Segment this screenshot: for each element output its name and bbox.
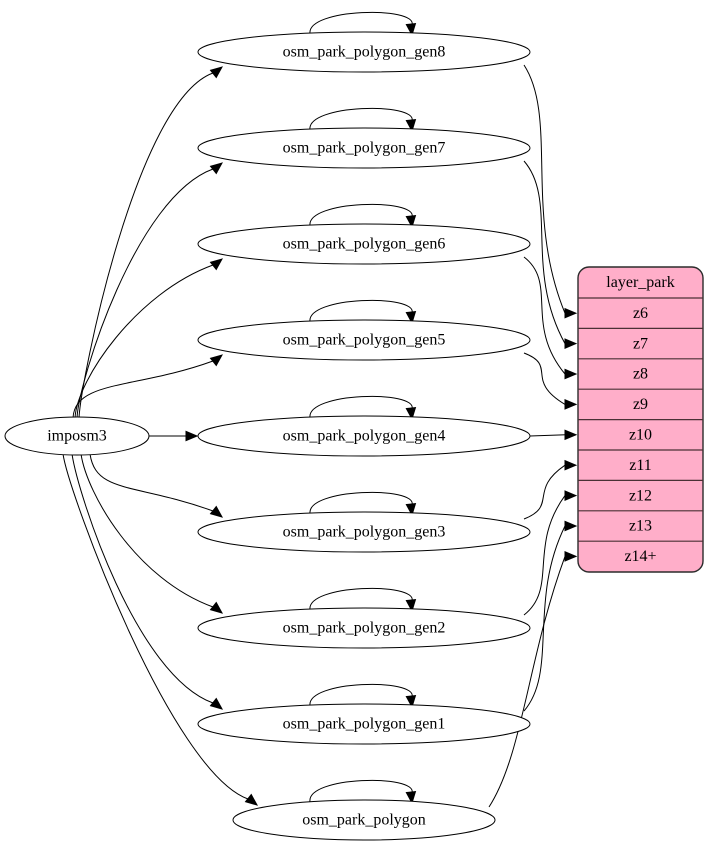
node-ellipse-imposm3[interactable] [4,416,150,456]
self-loop-osm_park_polygon_gen4 [309,395,413,419]
nodes-layer: imposm3 osm_park_polygon_gen8 osm_park_pol… [4,31,531,841]
edge-imposm3-to-osm_park_polygon_gen6 [74,264,214,419]
edge-osm_park_polygon_gen7-to-row [523,160,566,344]
self-loop-osm_park_polygon_gen3 [309,491,413,515]
arrowhead-imposm3-to-osm_park_polygon_gen8 [209,66,224,79]
edge-imposm3-to-osm_park_polygon_gen1 [71,453,214,704]
table-row-z9[interactable]: z9 [633,396,648,413]
self-loop-osm_park_polygon_gen1 [309,683,413,707]
table-row-z11[interactable]: z11 [629,457,652,474]
node-label-osm_park_polygon_gen1: osm_park_polygon_gen1 [283,716,446,733]
arrowhead-osm_park_polygon_gen1-to-row [564,520,578,532]
table-row-z14+[interactable]: z14+ [624,548,656,565]
edge-imposm3-to-osm_park_polygon [62,453,249,800]
node-imposm3[interactable]: imposm3 [4,416,150,456]
edges-layer [62,11,578,808]
edge-imposm3-to-osm_park_polygon_gen2 [80,453,214,608]
node-ellipse-osm_park_polygon_gen5[interactable] [197,319,531,361]
node-osm_park_polygon_gen7[interactable]: osm_park_polygon_gen7 [197,127,531,169]
table-row-z8[interactable]: z8 [633,366,648,383]
node-ellipse-osm_park_polygon_gen2[interactable] [197,607,531,649]
layer-park-title: layer_park [606,274,674,291]
node-ellipse-osm_park_polygon_gen6[interactable] [197,223,531,265]
node-ellipse-osm_park_polygon_gen8[interactable] [197,31,531,73]
arrowhead-self-loop-osm_park_polygon_gen1 [405,695,417,709]
node-label-osm_park_polygon_gen3: osm_park_polygon_gen3 [283,524,446,541]
layer-park-table[interactable]: layer_park z6 z7 z8 z9 z10 z11 z12 z13 z14+ [577,266,704,573]
node-ellipse-osm_park_polygon_gen4[interactable] [197,415,531,457]
node-osm_park_polygon_gen6[interactable]: osm_park_polygon_gen6 [197,223,531,265]
arrowhead-self-loop-osm_park_polygon_gen3 [405,503,417,517]
edge-imposm3-to-osm_park_polygon_gen7 [76,168,214,419]
node-label-osm_park_polygon_gen8: osm_park_polygon_gen8 [283,44,446,61]
table-row-z13[interactable]: z13 [629,518,652,535]
arrowhead-osm_park_polygon_gen8-to-row [564,307,578,319]
self-loop-osm_park_polygon_gen8 [309,11,413,35]
node-ellipse-osm_park_polygon[interactable] [232,799,496,841]
node-osm_park_polygon_gen3[interactable]: osm_park_polygon_gen3 [197,511,531,553]
arrowhead-self-loop-osm_park_polygon_gen6 [405,215,417,229]
edge-osm_park_polygon_gen8-to-row [523,64,566,314]
arrowhead-imposm3-to-osm_park_polygon_gen3 [209,505,224,518]
table-row-z10[interactable]: z10 [629,426,652,443]
arrowhead-imposm3-to-osm_park_polygon_gen5 [209,354,224,367]
node-osm_park_polygon[interactable]: osm_park_polygon [232,799,496,841]
arrowhead-imposm3-to-osm_park_polygon [244,793,259,806]
table-row-z12[interactable]: z12 [629,487,652,504]
node-osm_park_polygon_gen2[interactable]: osm_park_polygon_gen2 [197,607,531,649]
edge-osm_park_polygon_gen6-to-row [523,256,566,375]
edge-osm_park_polygon_gen3-to-row [523,464,566,520]
arrowhead-imposm3-to-osm_park_polygon_gen4 [185,430,199,442]
node-label-osm_park_polygon: osm_park_polygon [302,812,426,829]
edge-osm_park_polygon_gen4-to-row [529,434,567,437]
arrowhead-imposm3-to-osm_park_polygon_gen7 [209,162,224,175]
arrowhead-osm_park_polygon_gen7-to-row [564,338,578,349]
arrowhead-self-loop-osm_park_polygon_gen7 [405,119,417,133]
node-label-osm_park_polygon_gen6: osm_park_polygon_gen6 [283,236,446,253]
node-label-osm_park_polygon_gen2: osm_park_polygon_gen2 [283,620,446,637]
edge-osm_park_polygon_gen5-to-row [523,352,566,405]
table-row-z7[interactable]: z7 [633,335,648,352]
arrowhead-self-loop-osm_park_polygon [405,791,417,805]
arrowhead-self-loop-osm_park_polygon_gen2 [405,599,417,613]
edge-osm_park_polygon_gen2-to-row [523,495,566,616]
node-osm_park_polygon_gen5[interactable]: osm_park_polygon_gen5 [197,319,531,361]
edge-osm_park_polygon-to-row [488,556,566,808]
arrowhead-imposm3-to-osm_park_polygon_gen6 [209,258,224,271]
self-loop-osm_park_polygon [309,779,413,803]
arrowhead-osm_park_polygon_gen3-to-row [564,459,578,471]
node-ellipse-osm_park_polygon_gen3[interactable] [197,511,531,553]
arrowhead-osm_park_polygon-to-row [564,551,578,562]
self-loop-osm_park_polygon_gen6 [309,203,413,227]
node-label-imposm3: imposm3 [47,428,107,445]
edge-imposm3-to-osm_park_polygon_gen8 [78,72,214,419]
arrowhead-imposm3-to-osm_park_polygon_gen2 [209,601,224,614]
node-osm_park_polygon_gen8[interactable]: osm_park_polygon_gen8 [197,31,531,73]
arrowhead-self-loop-osm_park_polygon_gen5 [405,311,417,325]
edge-imposm3-to-osm_park_polygon_gen5 [72,360,214,419]
node-label-osm_park_polygon_gen5: osm_park_polygon_gen5 [283,332,446,349]
arrowhead-osm_park_polygon_gen2-to-row [564,490,578,501]
node-label-osm_park_polygon_gen7: osm_park_polygon_gen7 [283,140,446,157]
edge-imposm3-to-osm_park_polygon_gen3 [89,453,214,512]
arrowhead-imposm3-to-osm_park_polygon_gen1 [209,697,224,710]
arrowhead-osm_park_polygon_gen5-to-row [564,399,578,410]
self-loop-osm_park_polygon_gen2 [309,587,413,611]
node-ellipse-osm_park_polygon_gen1[interactable] [197,703,531,745]
arrowhead-osm_park_polygon_gen4-to-row [564,429,578,441]
table-row-z6[interactable]: z6 [633,305,648,322]
self-loop-osm_park_polygon_gen7 [309,107,413,131]
arrowhead-osm_park_polygon_gen6-to-row [564,368,578,380]
node-label-osm_park_polygon_gen4: osm_park_polygon_gen4 [283,428,446,445]
node-ellipse-osm_park_polygon_gen7[interactable] [197,127,531,169]
arrowhead-self-loop-osm_park_polygon_gen4 [405,407,417,421]
node-osm_park_polygon_gen1[interactable]: osm_park_polygon_gen1 [197,703,531,745]
edge-osm_park_polygon_gen1-to-row [523,525,566,712]
self-loop-osm_park_polygon_gen5 [309,299,413,323]
node-osm_park_polygon_gen4[interactable]: osm_park_polygon_gen4 [197,415,531,457]
arrowhead-self-loop-osm_park_polygon_gen8 [405,23,417,37]
